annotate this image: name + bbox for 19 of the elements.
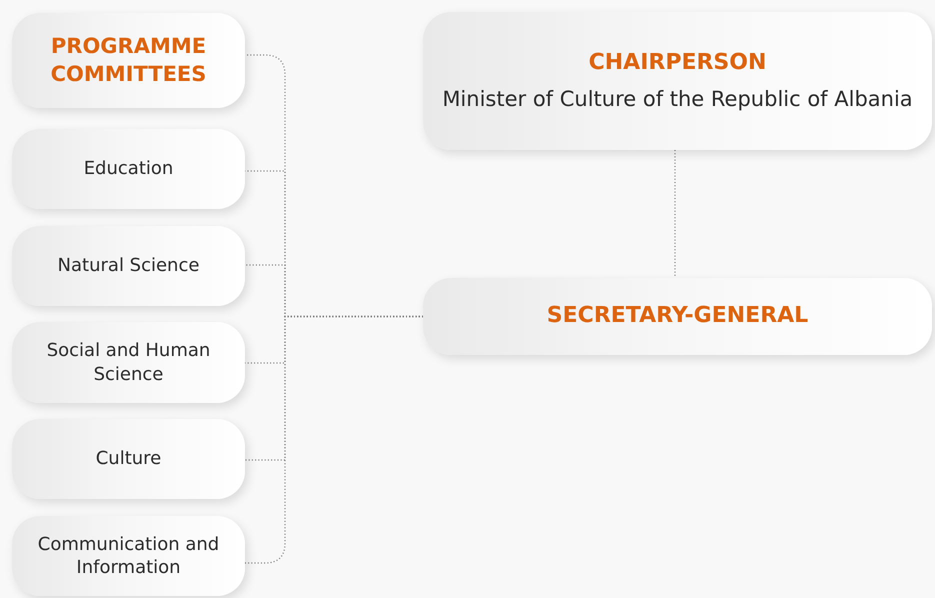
org-box bbox=[423, 12, 932, 150]
org-box bbox=[12, 13, 245, 108]
org-box bbox=[12, 129, 245, 209]
box-label: Minister of Culture of the Republic of Albania bbox=[442, 86, 913, 113]
org-box bbox=[12, 226, 245, 306]
connector-line bbox=[245, 316, 423, 564]
box-heading: PROGRAMME COMMITTEES bbox=[50, 33, 208, 88]
box-label: Culture bbox=[96, 447, 162, 471]
box-label: Education bbox=[84, 157, 174, 181]
box-heading: SECRETARY-GENERAL bbox=[546, 302, 808, 330]
box-label: Natural Science bbox=[58, 254, 200, 278]
org-box bbox=[12, 516, 245, 596]
box-heading: CHAIRPERSON bbox=[588, 49, 766, 78]
box-label: Social and Human Science bbox=[46, 339, 212, 386]
org-box bbox=[423, 278, 932, 355]
org-box bbox=[12, 419, 245, 499]
box-label: Communication and Information bbox=[36, 532, 220, 580]
org-box bbox=[12, 322, 245, 403]
connector-line bbox=[674, 150, 676, 278]
